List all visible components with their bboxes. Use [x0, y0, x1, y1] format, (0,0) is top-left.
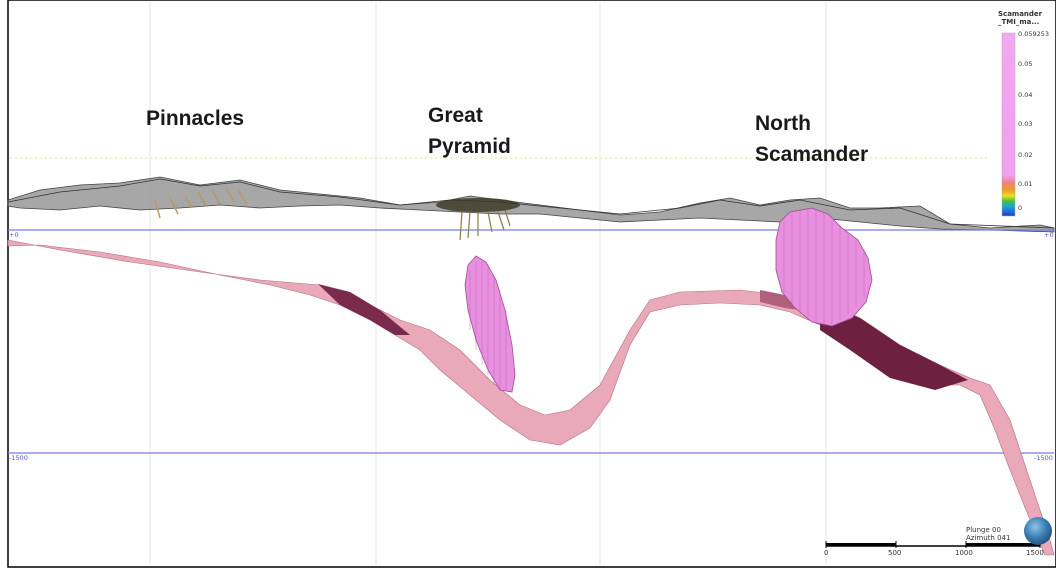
scale-label-500: 500 — [888, 549, 901, 557]
legend-tick-0.03: 0.03 — [1018, 120, 1032, 128]
legend-title-line1: Scamander — [998, 10, 1056, 18]
scale-label-0: 0 — [824, 549, 828, 557]
scale-label-1000: 1000 — [955, 549, 973, 557]
orientation-globe-icon[interactable] — [1024, 517, 1052, 545]
color-legend: Scamander _TMI_ma... 0.059253 0.05 0.04 … — [998, 10, 1054, 26]
lode-ribbon-upper — [8, 240, 1054, 555]
plunge-readout: Plunge 00 — [966, 526, 1010, 534]
scale-bar — [826, 541, 1040, 548]
legend-tick-0.01: 0.01 — [1018, 180, 1032, 188]
legend-tick-0.04: 0.04 — [1018, 91, 1032, 99]
legend-color-bar — [1002, 33, 1015, 216]
elevation-label-1500-right: -1500 — [1034, 454, 1053, 462]
elevation-label-0-right: +0 — [1044, 231, 1054, 239]
lode-dark-segment-west — [318, 284, 410, 335]
great-pyramid-drillholes — [460, 210, 510, 240]
label-north-scamander-line1: North — [755, 108, 868, 139]
label-north-scamander-line2: Scamander — [755, 139, 868, 170]
viewer-frame — [8, 0, 1056, 567]
label-great-pyramid-line2: Pyramid — [428, 131, 511, 162]
legend-tick-0.02: 0.02 — [1018, 151, 1032, 159]
elevation-label-1500-left: -1500 — [9, 454, 28, 462]
elevation-label-0-left: +0 — [9, 231, 19, 239]
scale-label-1500: 1500 — [1026, 549, 1044, 557]
legend-tick-0.05: 0.05 — [1018, 60, 1032, 68]
orientation-readout: Plunge 00 Azimuth 041 — [966, 526, 1010, 542]
azimuth-readout: Azimuth 041 — [966, 534, 1010, 542]
legend-title-line2: _TMI_ma... — [998, 18, 1056, 26]
label-great-pyramid: Great Pyramid — [428, 100, 511, 162]
label-pinnacles: Pinnacles — [146, 103, 244, 134]
great-pyramid-collar-cluster — [436, 198, 520, 212]
label-north-scamander: North Scamander — [755, 108, 868, 170]
label-great-pyramid-line1: Great — [428, 100, 511, 131]
legend-tick-0: 0 — [1018, 204, 1022, 212]
topography-surface — [8, 177, 1054, 232]
legend-max-value: 0.059253 — [1018, 30, 1049, 38]
